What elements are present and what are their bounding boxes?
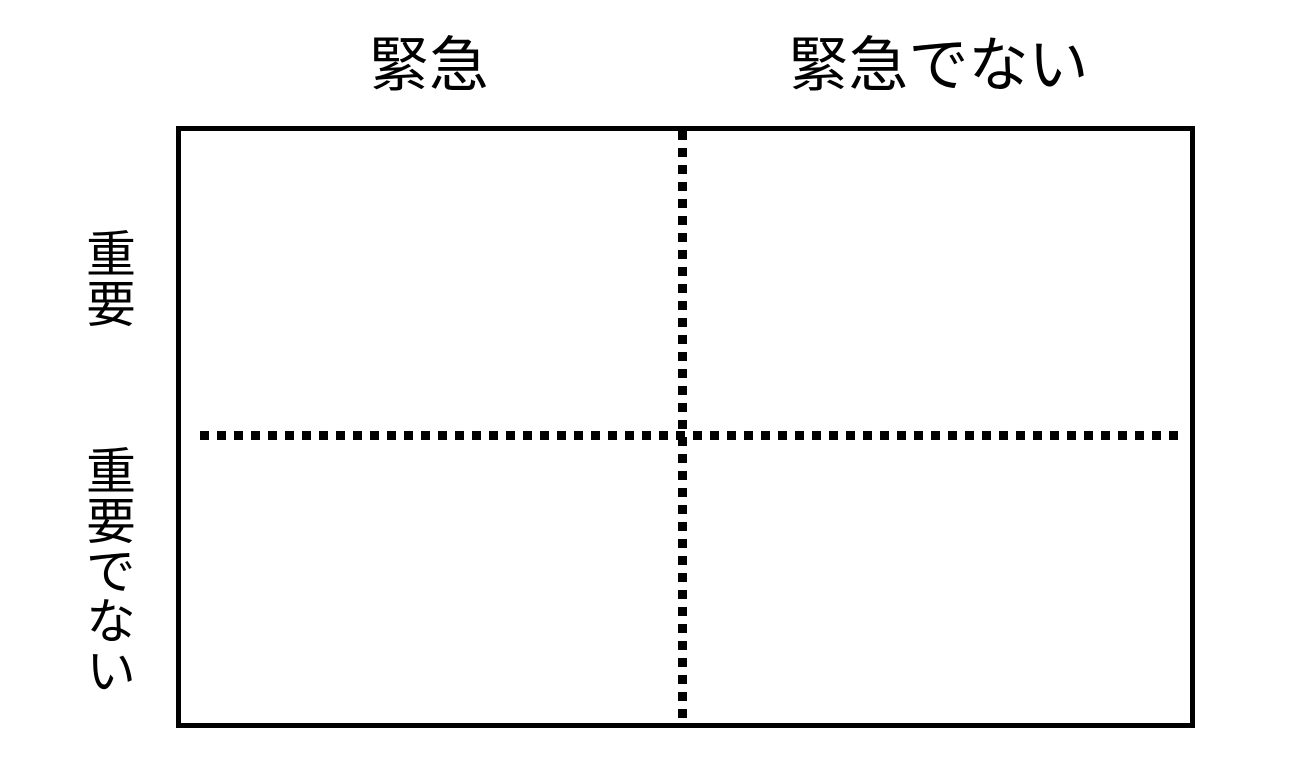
quadrant-important-not-urgent[interactable] — [687, 131, 1190, 431]
quadrant-not-important-urgent[interactable] — [181, 440, 678, 723]
quadrant-important-urgent[interactable] — [181, 131, 678, 431]
row-label-not-important: 重要でない — [79, 445, 135, 695]
vertical-dotted-divider — [678, 131, 687, 723]
quadrant-not-important-not-urgent[interactable] — [687, 440, 1190, 723]
column-header-not-urgent: 緊急でない — [788, 32, 1089, 99]
row-label-important: 重要 — [79, 228, 135, 328]
column-header-urgent: 緊急 — [369, 32, 489, 99]
horizontal-dotted-divider — [200, 431, 1178, 440]
